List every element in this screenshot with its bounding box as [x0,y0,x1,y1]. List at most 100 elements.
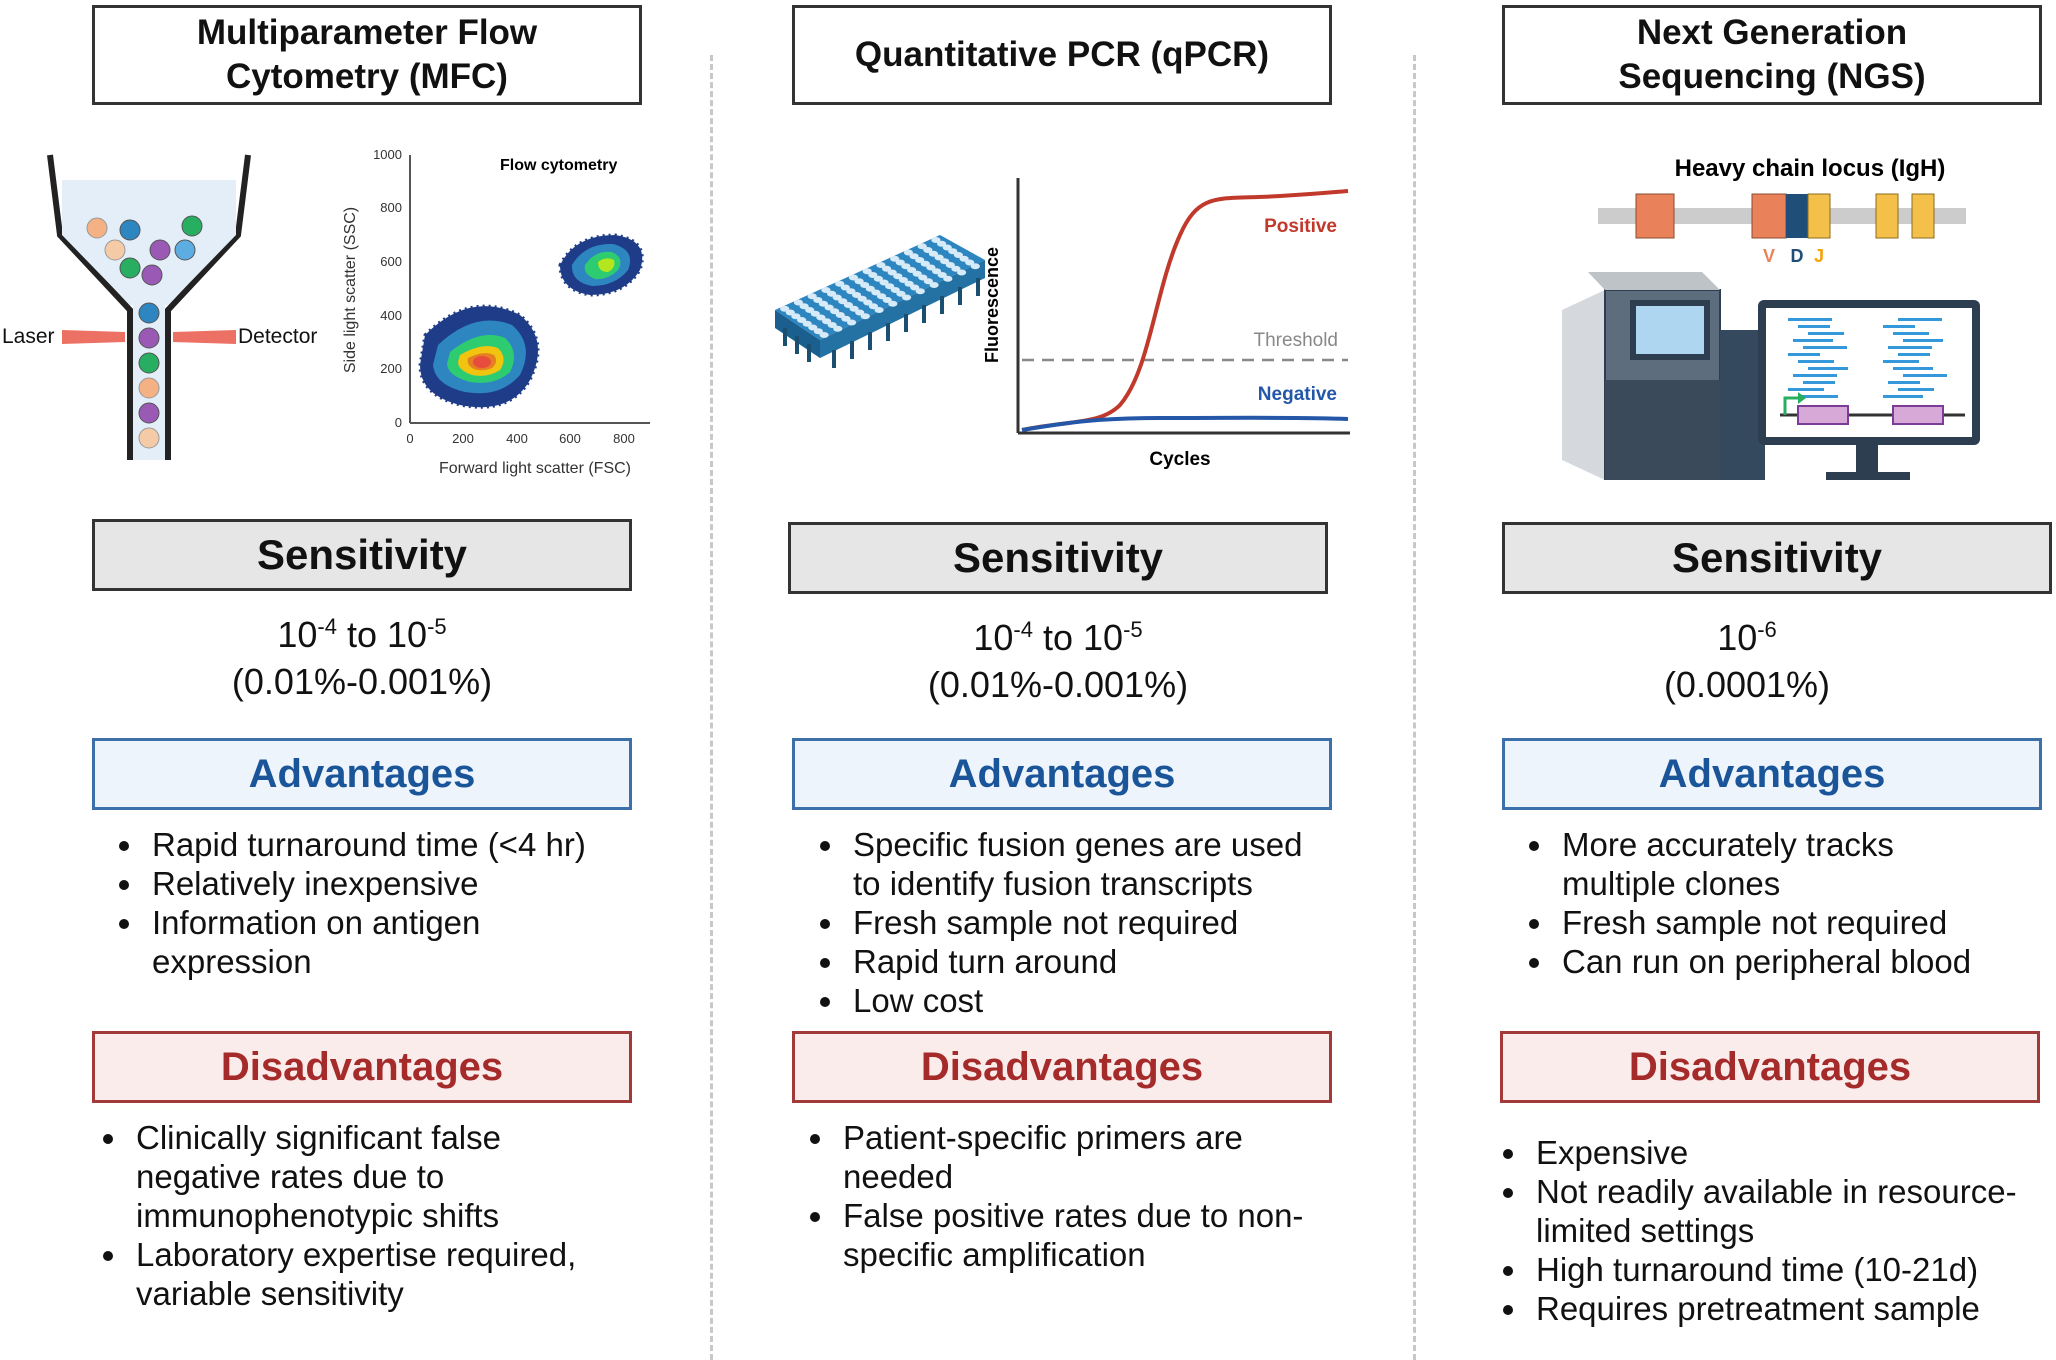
xtick-800: 800 [613,431,635,446]
column-divider-1 [710,55,713,1360]
plate-well [937,240,947,247]
mfc-sensitivity-power: 10-4 to 10-5 [277,614,447,655]
positive-curve [1021,189,1349,432]
qpcr-ylabel: Fluorescence [982,247,1002,363]
plate-well [824,304,834,311]
plate-well [868,272,878,278]
plate-well [923,247,933,253]
plate-well [860,282,870,288]
column-divider-2 [1413,55,1416,1360]
list-item: Low cost [847,981,1407,1020]
sequence-read [1883,395,1923,398]
qpcr-figure: Fluorescence Cycles Positive Threshold N… [775,178,1350,470]
plate-well [818,300,828,307]
locus-title: Heavy chain locus (IgH) [1675,155,1946,182]
monitor-icon [1758,300,1980,480]
ngs-disadvantages-header: Disadvantages [1500,1031,2040,1103]
mfc-title: Multiparameter Flow Cytometry (MFC) [92,5,642,105]
plate-well [857,295,867,302]
igh-locus [1598,193,1966,239]
list-item: Expensive [1530,1133,2056,1172]
plate-well [816,314,826,321]
xtick-200: 200 [452,431,474,446]
sequence-read [1808,367,1848,370]
ngs-sensitivity-percent: (0.0001%) [1663,663,1831,705]
mfc-sensitivity-header: Sensitivity [92,519,632,591]
ngs-sensitivity-value: 10-6 (0.0001%) [1477,615,2017,709]
ytick-200: 200 [380,361,402,376]
cells [86,215,203,449]
plate-well [903,249,913,256]
plate-well [926,264,936,271]
sequence-read [1803,346,1847,349]
list-item: False positive rates due to non-specific… [837,1196,1323,1274]
list-item: Can run on peripheral blood [1556,942,2056,981]
plate-well [810,310,820,317]
plate-well [882,297,892,303]
ytick-400: 400 [380,308,402,323]
sequence-read [1788,353,1820,356]
plate-well [932,268,942,275]
population-2 [558,233,644,297]
plate-well [879,279,889,286]
plate-well [813,297,823,303]
plate-well [970,263,980,270]
plate-well [802,320,812,327]
ngs-disadvantages-list: Expensive Not readily available in resou… [1474,1133,2056,1328]
qpcr-title-line1: Quantitative PCR (qPCR) [854,35,1270,75]
plate-well [937,272,947,278]
plate-well [898,277,908,283]
mfc-disadvantages-header: Disadvantages [92,1031,632,1103]
flow-plot: Flow cytometry 0 200 400 600 800 1000 0 … [342,147,650,477]
plate-well [934,254,944,261]
plate-well [819,332,829,338]
list-item: Patient-specific primers are needed [837,1118,1283,1196]
sequence-read [1898,353,1930,356]
plate-well [931,237,941,243]
qpcr-sensitivity-power: 10-4 to 10-5 [973,617,1143,658]
qpcr-disadvantages-list: Patient-specific primers are needed Fals… [781,1118,1397,1274]
sequence-read [1888,346,1932,349]
ytick-600: 600 [380,254,402,269]
sequence-read [1803,381,1835,384]
mfc-advantages-list: Rapid turnaround time (<4 hr) Relatively… [90,825,706,981]
plate-well [907,267,917,273]
flow-xlabel: Forward light scatter (FSC) [439,460,631,477]
plate-well [893,273,903,280]
ngs-title: Next Generation Sequencing (NGS) [1502,5,2042,105]
sequence-read [1798,360,1834,363]
threshold-label: Threshold [1254,330,1339,351]
plate-well [890,255,900,262]
plate-well [915,257,925,263]
population-1 [418,304,540,409]
sequence-read [1793,374,1837,377]
flow-ylabel: Side light scatter (SSC) [342,207,359,373]
list-item: High turnaround time (10-21d) [1530,1250,2056,1289]
sequence-read [1888,381,1920,384]
plate-well [846,288,856,295]
plate-well [813,328,823,335]
ngs-title-line2: Sequencing (NGS) [1618,57,1926,96]
plate-well [791,313,801,320]
flow-x-ticks: 0 200 400 600 800 1000 [406,431,635,446]
column-ngs: Next Generation Sequencing (NGS) Heavy c… [1480,0,2056,1360]
plate-well [942,244,952,251]
plate-well [807,293,817,300]
qpcr-xlabel: Cycles [1149,449,1210,470]
sequence-read [1793,339,1833,342]
sequencer-icon [1562,272,1765,480]
plate-well [917,243,927,250]
plate-well [943,275,953,282]
plate-well [793,299,803,306]
list-item: Relatively inexpensive [146,864,706,903]
plate-well [959,255,969,262]
v-label: V [1763,246,1775,266]
plate-well [854,278,864,285]
plate-well [827,290,837,297]
plate-well [915,288,925,295]
pcr-plate-icon [775,235,985,368]
list-item: Specific fusion genes are used to identi… [847,825,1333,903]
list-item: Laboratory expertise required, variable … [130,1235,680,1313]
qpcr-sensitivity-value: 10-4 to 10-5 (0.01%-0.001%) [788,615,1328,709]
plate-well [838,298,848,305]
